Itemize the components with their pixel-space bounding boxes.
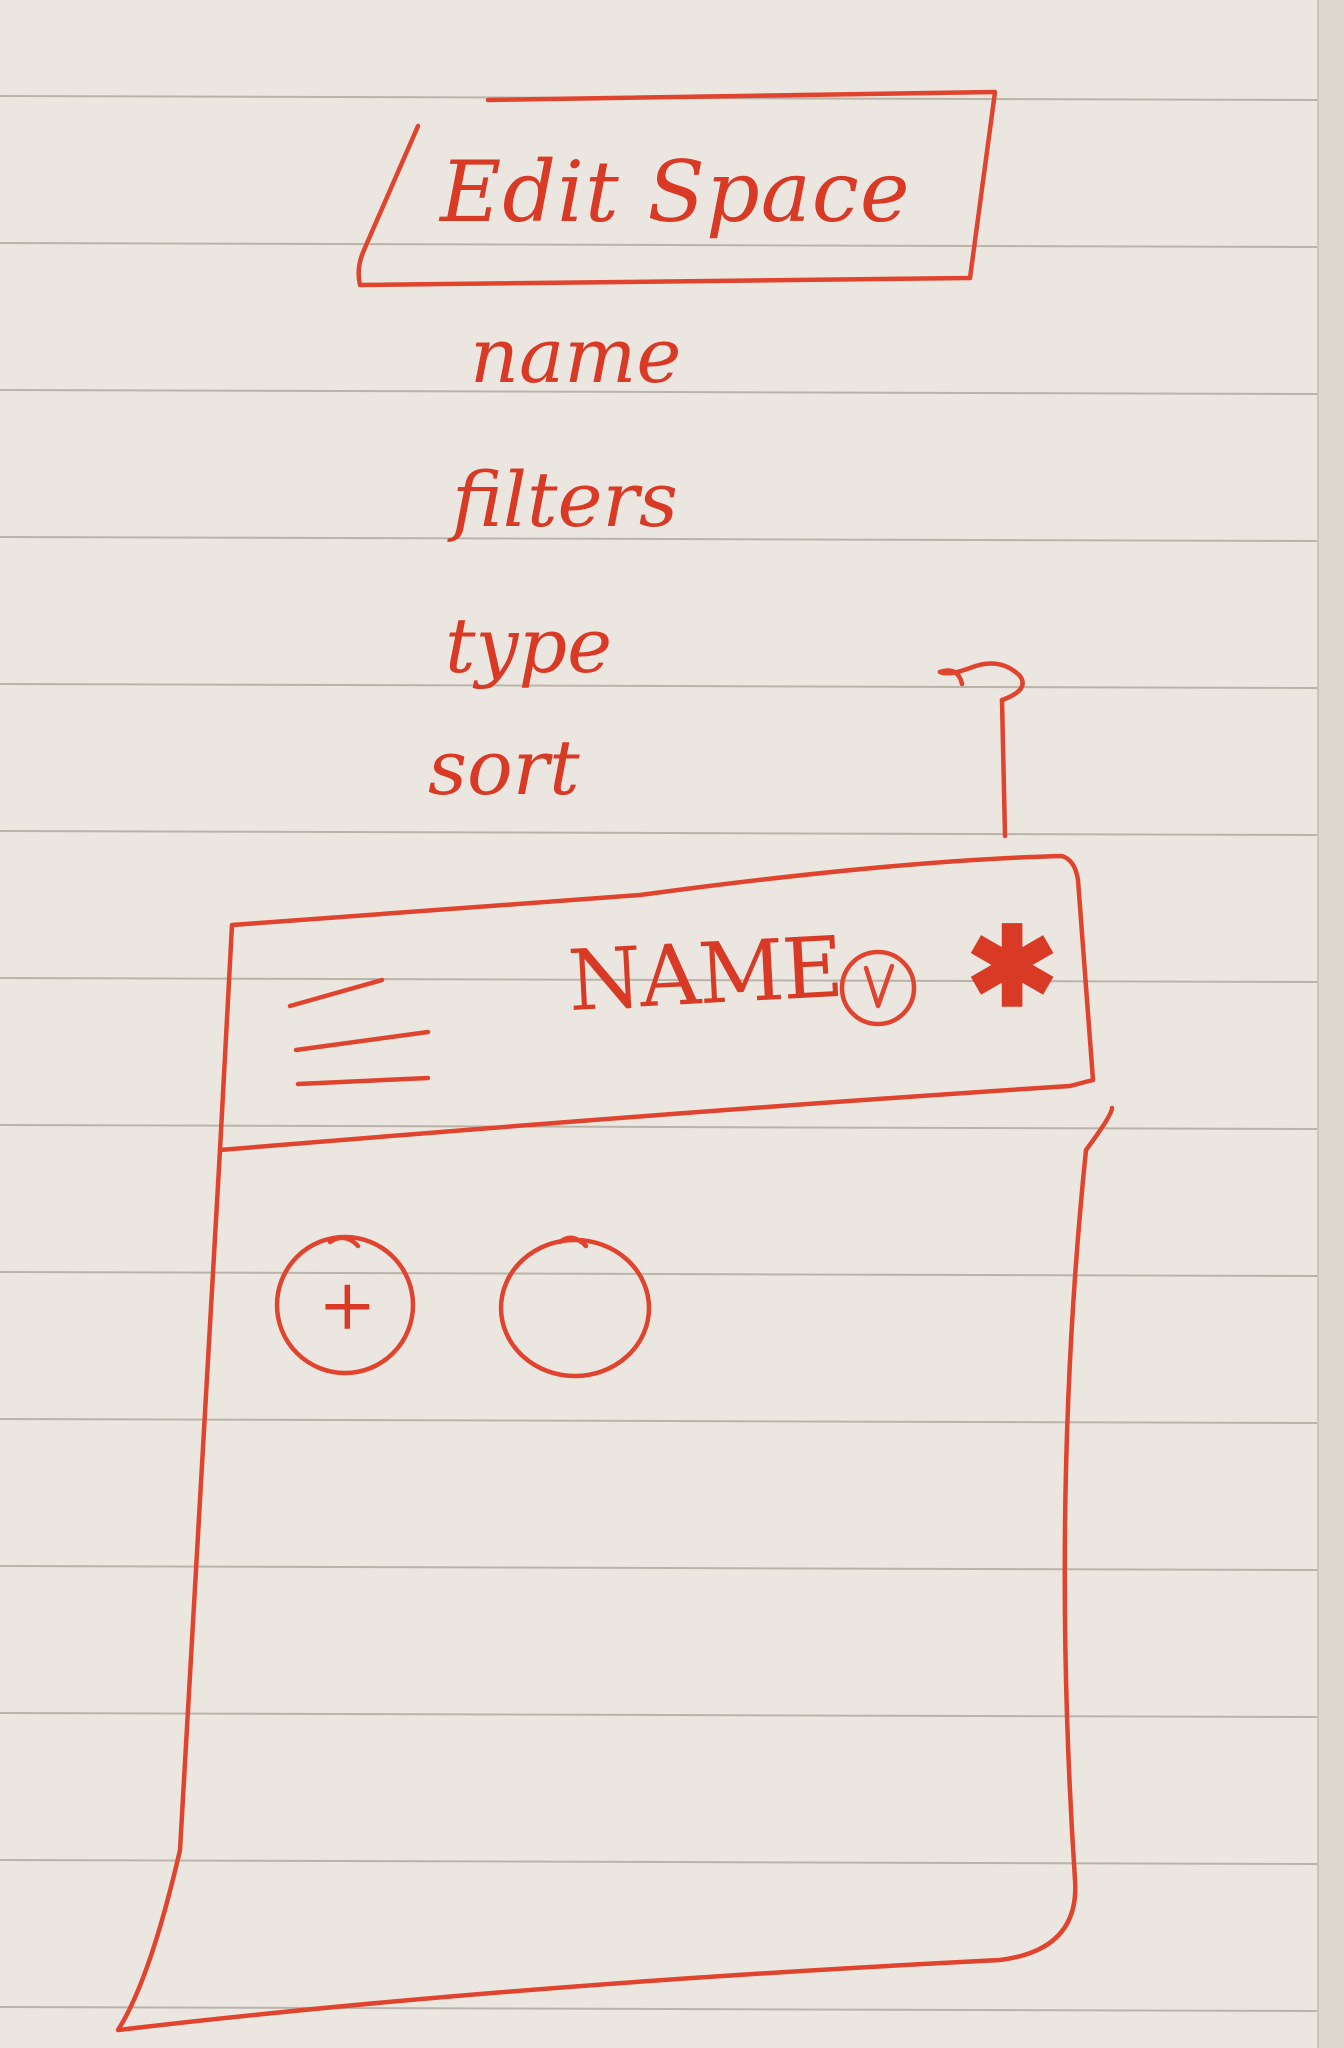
ruled-line [0, 1565, 1319, 1571]
ruled-line [0, 389, 1319, 395]
circled-v-icon[interactable] [839, 949, 917, 1027]
app-header-bar [217, 853, 1096, 1153]
field-label-sort: sort [428, 723, 580, 812]
plus-circle-icon[interactable] [274, 1234, 416, 1376]
edit-space-title: Edit Space [440, 143, 911, 241]
app-body-frame [115, 1105, 1115, 2033]
ruled-line [0, 1859, 1319, 1865]
title-box [356, 89, 998, 288]
ruled-line [0, 1271, 1319, 1277]
plus-glyph: + [318, 1264, 377, 1346]
empty-circle-icon[interactable] [498, 1235, 652, 1379]
ruled-line [0, 242, 1319, 248]
field-label-filters: filters [452, 455, 678, 544]
ruled-line [0, 1712, 1319, 1718]
ruled-line [0, 2006, 1319, 2012]
field-label-type: type [445, 601, 613, 690]
space-name-header[interactable]: NAME [565, 917, 844, 1031]
ruled-line [0, 977, 1319, 983]
asterisk-icon[interactable]: ✱ [966, 902, 1059, 1031]
ruled-line [0, 830, 1319, 836]
field-label-name: name [470, 311, 682, 400]
curved-arrow-icon [937, 661, 1025, 839]
ruled-line [0, 683, 1319, 689]
hamburger-menu-icon[interactable] [287, 977, 431, 1087]
ruled-line [0, 1418, 1319, 1424]
ruled-line [0, 536, 1319, 542]
